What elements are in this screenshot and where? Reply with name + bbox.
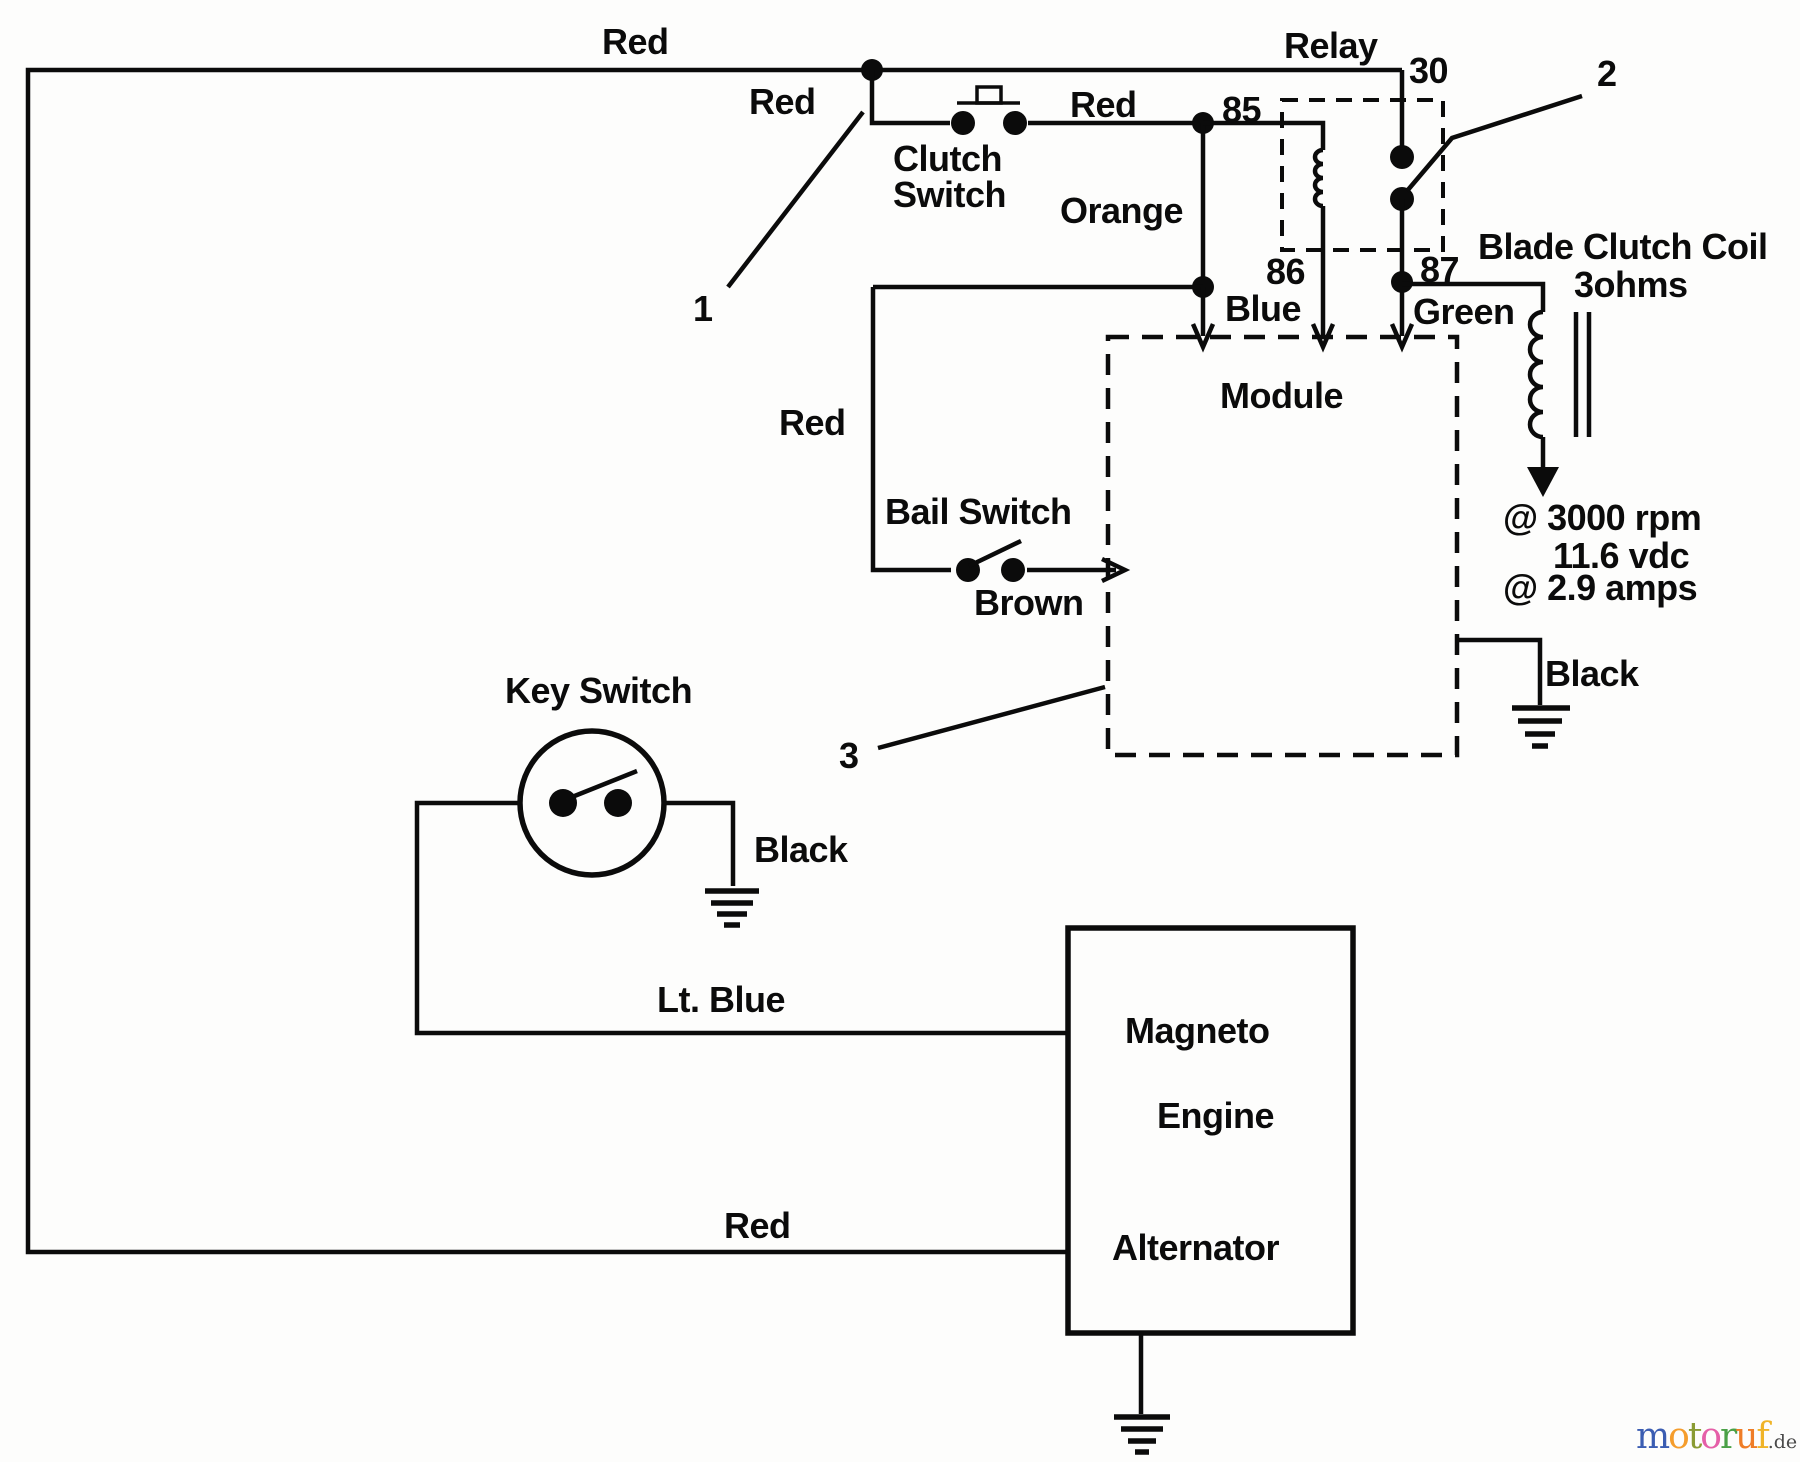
relay <box>1203 70 1583 336</box>
module-label: Module <box>1220 375 1343 416</box>
terminal-30-label: 30 <box>1409 50 1449 91</box>
arrow-down-icon <box>1190 323 1216 353</box>
module-ground-symbol <box>1457 637 1570 749</box>
key-switch-circle <box>517 728 667 878</box>
orange-wire <box>873 112 1214 336</box>
contact-dot <box>951 111 975 135</box>
wire-label-red-bottom: Red <box>724 1205 791 1246</box>
clutch-switch <box>869 70 1203 135</box>
coil-ohms-label: 3ohms <box>1574 264 1688 305</box>
coil-winding <box>1527 309 1544 440</box>
callout-3-line <box>877 684 1106 751</box>
wire-label-lt-blue: Lt. Blue <box>657 979 786 1020</box>
rating-rpm-label: @ 3000 rpm <box>1503 497 1702 538</box>
arrow-down-icon <box>1310 323 1336 353</box>
green-wire <box>1402 281 1546 312</box>
watermark-word: motoruf <box>1636 1416 1770 1457</box>
lt-blue-wire <box>414 800 1068 1036</box>
contact-dot <box>549 789 577 817</box>
wire-label-brown: Brown <box>974 582 1084 623</box>
wire-label-green: Green <box>1413 291 1515 332</box>
terminal-85-label: 85 <box>1222 89 1262 130</box>
module-input-arrow-icons <box>1190 323 1415 353</box>
key-switch-arm <box>571 768 638 800</box>
contact-dot <box>1003 111 1027 135</box>
contact-dot <box>604 789 632 817</box>
callout-3-label: 3 <box>839 735 859 776</box>
wire-label-orange: Orange <box>1060 190 1184 231</box>
relay-label: Relay <box>1284 25 1378 66</box>
rating-amps-label: @ 2.9 amps <box>1503 567 1698 608</box>
solid-arrow-down-icon <box>1527 467 1559 497</box>
callout-2-label: 2 <box>1597 53 1617 94</box>
bail-switch <box>870 287 1131 584</box>
arrow-down-icon <box>1389 323 1415 353</box>
bail-switch-label: Bail Switch <box>885 491 1072 532</box>
rating-vdc-label: 11.6 vdc <box>1553 535 1690 576</box>
contact-dot <box>1001 558 1025 582</box>
wire-label-black-module: Black <box>1545 653 1639 694</box>
bail-switch-arm <box>968 538 1022 569</box>
callout-1-line <box>726 110 865 289</box>
coil-core-lines <box>1573 312 1592 437</box>
key-switch-label: Key Switch <box>505 670 693 711</box>
relay-switch-arm <box>1405 93 1583 193</box>
magneto-label: Magneto <box>1125 1010 1270 1051</box>
wire-label-red-relay: Red <box>1070 84 1137 125</box>
relay-coil <box>1312 147 1324 209</box>
alternator-label: Alternator <box>1112 1227 1280 1268</box>
blade-clutch-coil <box>1402 281 1592 497</box>
relay-contact-dot <box>1390 145 1414 169</box>
wire-label-red-top: Red <box>602 21 669 62</box>
wire-label-blue: Blue <box>1225 288 1302 329</box>
red-power-loop-wire <box>25 59 1402 1255</box>
engine-label: Engine <box>1157 1095 1275 1136</box>
wire-label-red-drop: Red <box>749 81 816 122</box>
relay-dashed-box <box>1280 98 1445 252</box>
terminal-86-label: 86 <box>1266 251 1306 292</box>
module-dashed-box <box>1105 334 1460 758</box>
arrow-right-icon <box>1101 556 1131 584</box>
watermark-suffix: .de <box>1767 1431 1798 1453</box>
key-switch <box>414 728 1068 1036</box>
watermark: motoruf.de <box>1636 1419 1797 1455</box>
wire-label-black-key: Black <box>754 829 848 870</box>
engine-box <box>1065 925 1356 1336</box>
terminal-87-label: 87 <box>1420 249 1460 290</box>
engine-block <box>1065 925 1356 1455</box>
callout-1-label: 1 <box>693 288 713 329</box>
key-ground-symbol <box>705 888 759 928</box>
engine-ground-symbol <box>1114 1414 1170 1455</box>
callout-lines <box>726 110 1106 751</box>
wire-label-red-bail: Red <box>779 402 846 443</box>
clutch-switch-label-1: Clutch <box>893 138 1003 179</box>
clutch-switch-label-2: Switch <box>893 174 1007 215</box>
relay-coil-feed-wire <box>1203 120 1326 150</box>
push-button-icon <box>957 85 1020 105</box>
blade-clutch-coil-label: Blade Clutch Coil <box>1478 226 1768 267</box>
